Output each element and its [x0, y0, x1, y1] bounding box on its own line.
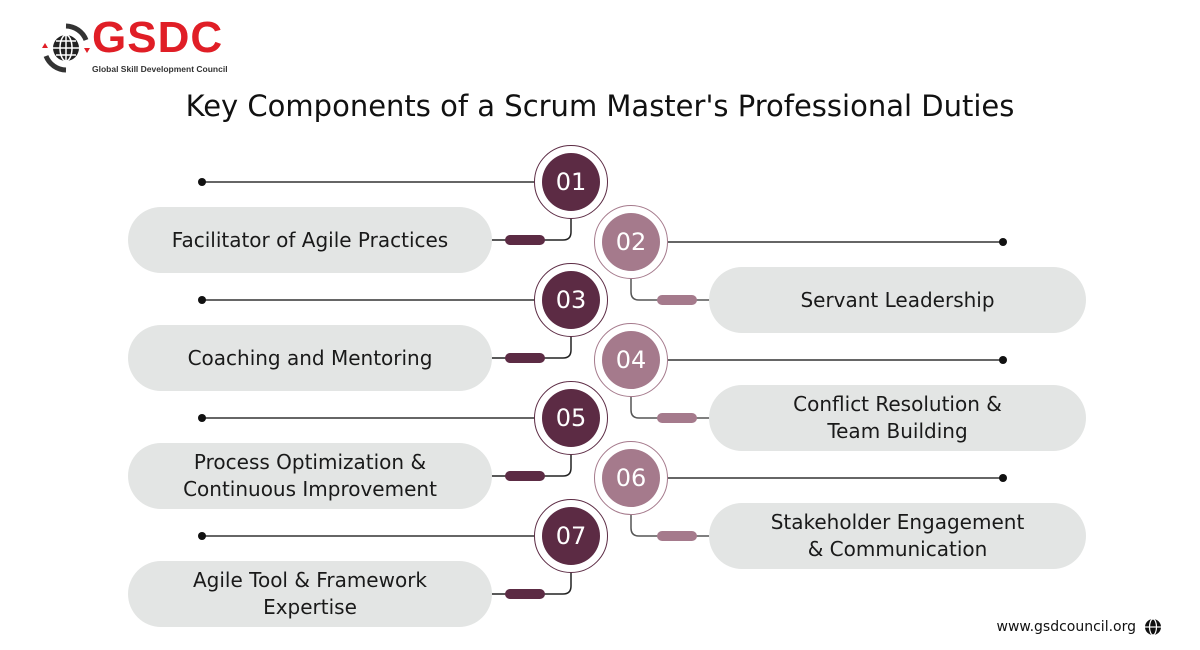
step-number: 03	[542, 271, 600, 329]
connector-bar	[505, 235, 545, 245]
guide-dot	[999, 474, 1007, 482]
step-number-badge: 02	[594, 205, 668, 279]
component-label: Servant Leadership	[800, 287, 995, 312]
step-number: 02	[602, 213, 660, 271]
component-label: Conflict Resolution & Team Building	[793, 392, 1002, 443]
connector-line	[630, 397, 712, 419]
guide-dot	[198, 178, 206, 186]
connector-line	[630, 515, 712, 537]
component-card: Facilitator of Agile Practices	[128, 207, 492, 273]
step-number-badge: 07	[534, 499, 608, 573]
logo-subtitle: Global Skill Development Council	[92, 64, 228, 74]
step-number: 04	[602, 331, 660, 389]
guide-dot	[999, 356, 1007, 364]
connector-bar	[657, 295, 697, 305]
component-label: Coaching and Mentoring	[187, 345, 433, 370]
step-number: 06	[602, 449, 660, 507]
page-title: Key Components of a Scrum Master's Profe…	[185, 89, 1015, 123]
step-number-badge: 03	[534, 263, 608, 337]
website-link[interactable]: www.gsdcouncil.org	[996, 619, 1136, 635]
component-card: Coaching and Mentoring	[128, 325, 492, 391]
component-label: Facilitator of Agile Practices	[171, 227, 449, 252]
connector-bar	[505, 589, 545, 599]
component-card: Servant Leadership	[709, 267, 1086, 333]
guide-dot	[198, 296, 206, 304]
connector-line	[490, 219, 572, 241]
connector-bar	[505, 353, 545, 363]
component-card: Conflict Resolution & Team Building	[709, 385, 1086, 451]
step-number: 07	[542, 507, 600, 565]
connector-bar	[657, 531, 697, 541]
component-label: Process Optimization & Continuous Improv…	[183, 450, 437, 501]
guide-dot	[198, 532, 206, 540]
connector-line	[630, 279, 712, 301]
guide-dot	[198, 414, 206, 422]
connector-line	[490, 573, 572, 595]
footer: www.gsdcouncil.org	[997, 618, 1162, 636]
globe-logo-icon	[42, 23, 90, 73]
logo-name: GSDC	[92, 13, 224, 62]
step-number-badge: 01	[534, 145, 608, 219]
connector-bar	[505, 471, 545, 481]
component-card: Stakeholder Engagement & Communication	[709, 503, 1086, 569]
globe-icon	[1145, 618, 1161, 636]
connector-line	[490, 337, 572, 359]
step-number: 05	[542, 389, 600, 447]
connector-line	[490, 455, 572, 477]
step-number: 01	[542, 153, 600, 211]
step-number-badge: 05	[534, 381, 608, 455]
component-label: Agile Tool & Framework Expertise	[192, 568, 428, 619]
connector-bar	[657, 413, 697, 423]
gsdc-logo	[38, 20, 94, 76]
component-card: Process Optimization & Continuous Improv…	[128, 443, 492, 509]
component-label: Stakeholder Engagement & Communication	[770, 510, 1025, 561]
step-number-badge: 04	[594, 323, 668, 397]
guide-dot	[999, 238, 1007, 246]
step-number-badge: 06	[594, 441, 668, 515]
component-card: Agile Tool & Framework Expertise	[128, 561, 492, 627]
